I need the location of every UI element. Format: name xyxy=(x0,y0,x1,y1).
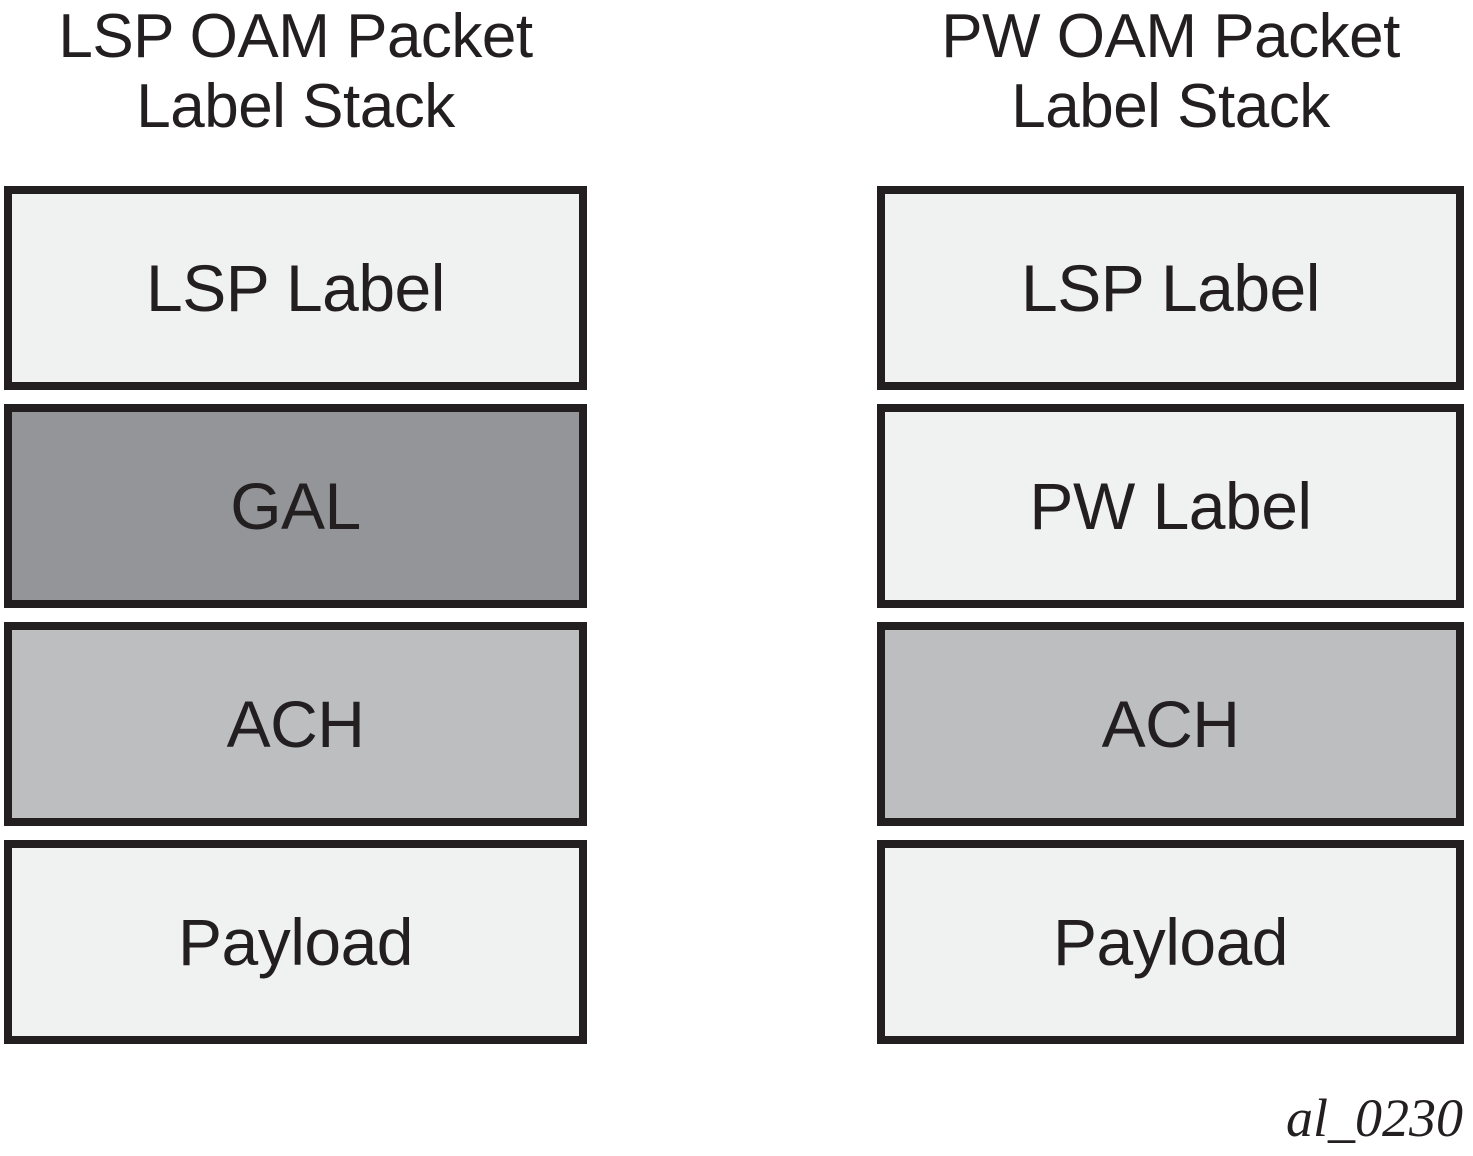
pw-stack-box-ach: ACH xyxy=(877,622,1464,826)
pw-stack-title: PW OAM Packet Label Stack xyxy=(941,2,1400,141)
lsp-oam-label-stack-column: LSP OAM Packet Label Stack LSP Label GAL… xyxy=(4,0,587,1044)
pw-stack-box-list: LSP Label PW Label ACH Payload xyxy=(877,186,1464,1044)
field-label: Payload xyxy=(1052,905,1289,979)
field-label: Payload xyxy=(177,905,414,979)
pw-stack-box-lsp-label: LSP Label xyxy=(877,186,1464,390)
lsp-stack-box-lsp-label: LSP Label xyxy=(4,186,587,390)
lsp-stack-box-list: LSP Label GAL ACH Payload xyxy=(4,186,587,1044)
field-label: GAL xyxy=(230,469,361,543)
field-label: LSP Label xyxy=(1021,251,1320,325)
figure-caption: al_0230 xyxy=(1285,1088,1463,1148)
field-label: LSP Label xyxy=(146,251,445,325)
field-label: ACH xyxy=(226,687,365,761)
pw-stack-box-pw-label: PW Label xyxy=(877,404,1464,608)
lsp-stack-box-payload: Payload xyxy=(4,840,587,1044)
field-label: PW Label xyxy=(1029,469,1312,543)
pw-oam-label-stack-column: PW OAM Packet Label Stack LSP Label PW L… xyxy=(877,0,1464,1044)
field-label: ACH xyxy=(1101,687,1240,761)
lsp-stack-box-gal: GAL xyxy=(4,404,587,608)
pw-stack-box-payload: Payload xyxy=(877,840,1464,1044)
lsp-stack-box-ach: ACH xyxy=(4,622,587,826)
lsp-stack-title: LSP OAM Packet Label Stack xyxy=(58,2,533,141)
